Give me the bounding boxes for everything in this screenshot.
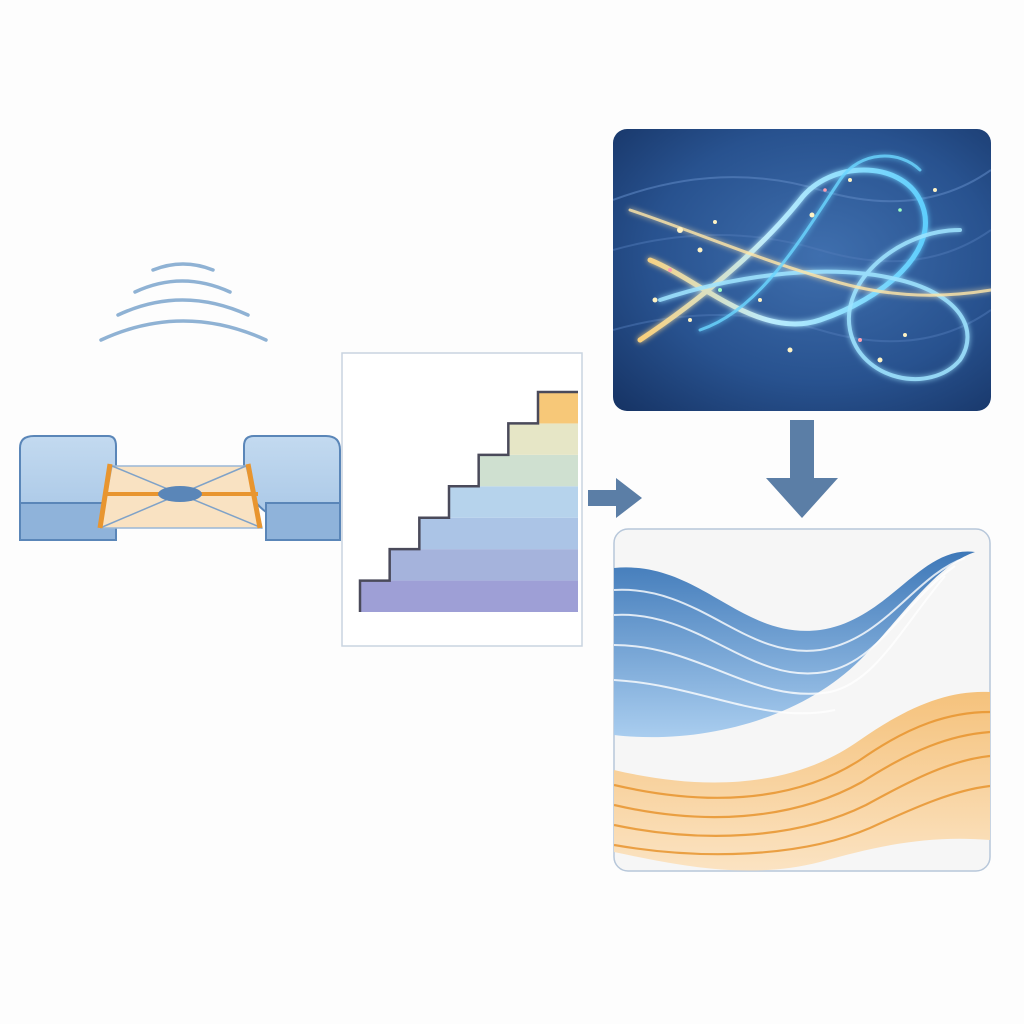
signal-arc (133, 279, 232, 294)
wave-bands-icon (613, 528, 991, 872)
sparkles (652, 178, 937, 363)
signal-arc (116, 298, 250, 317)
staircase-level (360, 580, 578, 612)
arrow-right-icon (588, 478, 642, 518)
signal-arc (99, 319, 268, 342)
light-swirl-field-icon (613, 129, 991, 411)
bridge-center-disc (158, 486, 202, 502)
arrow-down-icon (766, 420, 838, 518)
wireless-signal-icon (99, 262, 268, 342)
right-block-front (265, 502, 341, 541)
staircase-levels-icon (341, 352, 583, 647)
staircase-level (389, 549, 578, 581)
staircase-level (449, 486, 578, 518)
left-block-front (19, 502, 117, 541)
transducer-device-icon (19, 435, 341, 541)
staircase-outline (358, 390, 578, 612)
signal-arc (151, 262, 215, 272)
staircase-level (508, 423, 578, 455)
blue-wave-band (614, 551, 975, 738)
staircase-level (419, 517, 578, 550)
staircase-level (478, 454, 578, 487)
staircase-level (538, 392, 578, 424)
